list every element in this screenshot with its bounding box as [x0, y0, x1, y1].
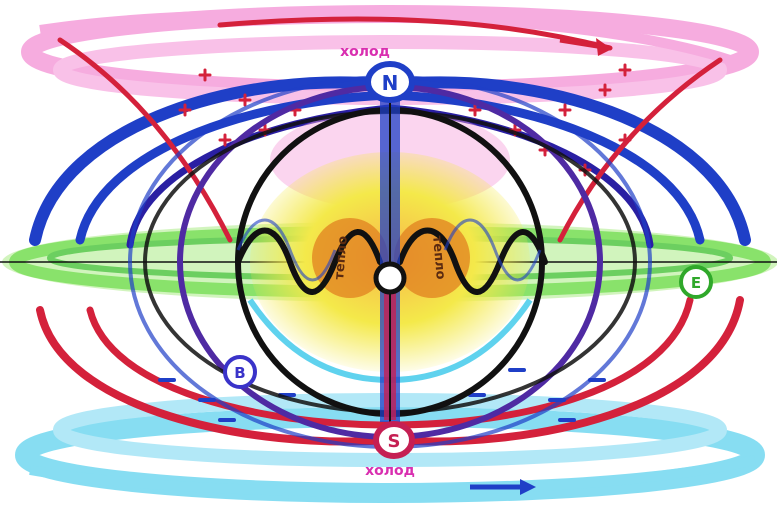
- right-core-text: тепло: [429, 235, 448, 280]
- black-wave-line: [235, 227, 548, 295]
- center-core-circle: [373, 261, 407, 295]
- red-plus-marks: [178, 63, 632, 177]
- inner-blue-arcs: [247, 298, 533, 383]
- north-label: N: [382, 71, 399, 95]
- vertical-axis-column: [380, 92, 400, 430]
- bottom-caption: холод: [365, 463, 415, 479]
- blue-flow-arrow-bottom: [470, 479, 536, 495]
- south-pole-marker: S: [373, 421, 415, 459]
- south-label: S: [388, 431, 401, 452]
- left-b-marker: B: [223, 355, 257, 389]
- red-flow-arrow-top: [559, 37, 612, 56]
- right-marker-label: E: [691, 274, 701, 292]
- blue-wave-line: [236, 218, 542, 282]
- right-e-marker: E: [679, 265, 713, 299]
- north-pole-marker: N: [365, 61, 415, 103]
- left-marker-label: B: [234, 364, 245, 382]
- top-caption: холод: [340, 44, 390, 60]
- left-core-text: тепло: [332, 235, 351, 280]
